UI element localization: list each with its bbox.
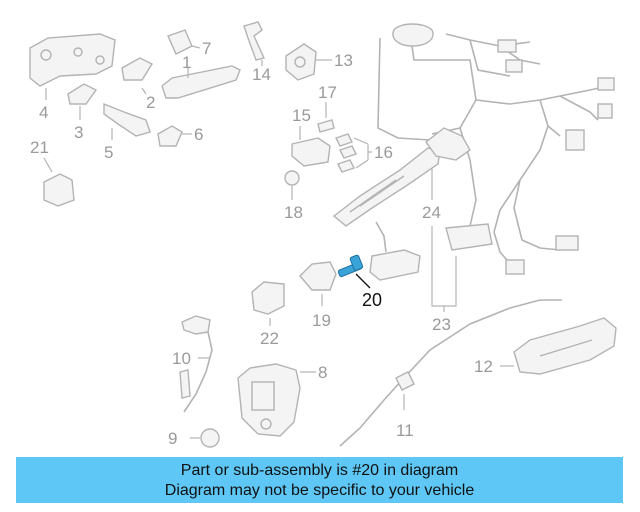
part-3-gasket <box>67 83 98 120</box>
callout-8: 8 <box>318 363 327 382</box>
parts-diagram: 4 7 1 2 3 5 6 21 14 <box>29 21 617 448</box>
part-15-hinge <box>291 119 335 167</box>
part-wiring-harness <box>377 23 615 275</box>
callout-4: 4 <box>39 103 48 122</box>
part-22-cover <box>251 281 285 326</box>
callout-18: 18 <box>284 203 303 222</box>
callout-22: 22 <box>260 329 279 348</box>
info-banner: Part or sub-assembly is #20 in diagram D… <box>16 457 623 503</box>
callout-24: 24 <box>422 203 441 222</box>
callout-15: 15 <box>292 106 311 125</box>
callout-13: 13 <box>334 51 353 70</box>
part-16-screws <box>335 133 372 173</box>
part-21-clip <box>43 157 75 207</box>
part-7-cap <box>167 29 201 55</box>
callout-2: 2 <box>146 93 155 112</box>
callout-7: 7 <box>202 39 211 58</box>
part-18-plug <box>284 170 300 200</box>
callout-5: 5 <box>104 143 113 162</box>
callout-10: 10 <box>172 349 191 368</box>
callout-11: 11 <box>396 421 414 440</box>
part-14-screw <box>243 21 265 66</box>
callout-1: 1 <box>182 53 191 72</box>
callout-16: 16 <box>374 143 393 162</box>
callout-19: 19 <box>312 311 331 330</box>
part-6-cap <box>157 125 192 147</box>
part-9-bolt <box>190 428 220 448</box>
callout-9: 9 <box>168 429 177 448</box>
part-19-check <box>299 261 337 306</box>
part-8-latch <box>237 363 316 437</box>
part-4-handle-carrier <box>29 33 116 100</box>
part-1-outside-handle <box>161 65 241 99</box>
part-12-inside-handle <box>500 317 617 375</box>
banner-line-1: Part or sub-assembly is #20 in diagram <box>180 462 459 479</box>
callout-21: 21 <box>30 138 49 157</box>
part-20-screw <box>337 254 371 289</box>
part-13-bracket <box>285 43 332 81</box>
callout-3: 3 <box>74 123 83 142</box>
callout-17: 17 <box>318 83 337 102</box>
callout-12: 12 <box>474 357 493 376</box>
part-5-lock-cylinder <box>103 102 151 140</box>
banner-line-2: Diagram may not be specific to your vehi… <box>164 482 475 499</box>
callout-20: 20 <box>362 290 382 310</box>
part-11-cable <box>339 299 562 447</box>
callout-6: 6 <box>194 125 203 144</box>
part-24-channel <box>332 127 493 251</box>
callout-23: 23 <box>432 315 451 334</box>
part-23-bracket-leader <box>431 226 457 312</box>
part-10-rod <box>179 315 213 413</box>
part-2-gasket <box>121 57 154 95</box>
part-sensor-strip <box>369 221 421 281</box>
callout-14: 14 <box>252 65 271 84</box>
